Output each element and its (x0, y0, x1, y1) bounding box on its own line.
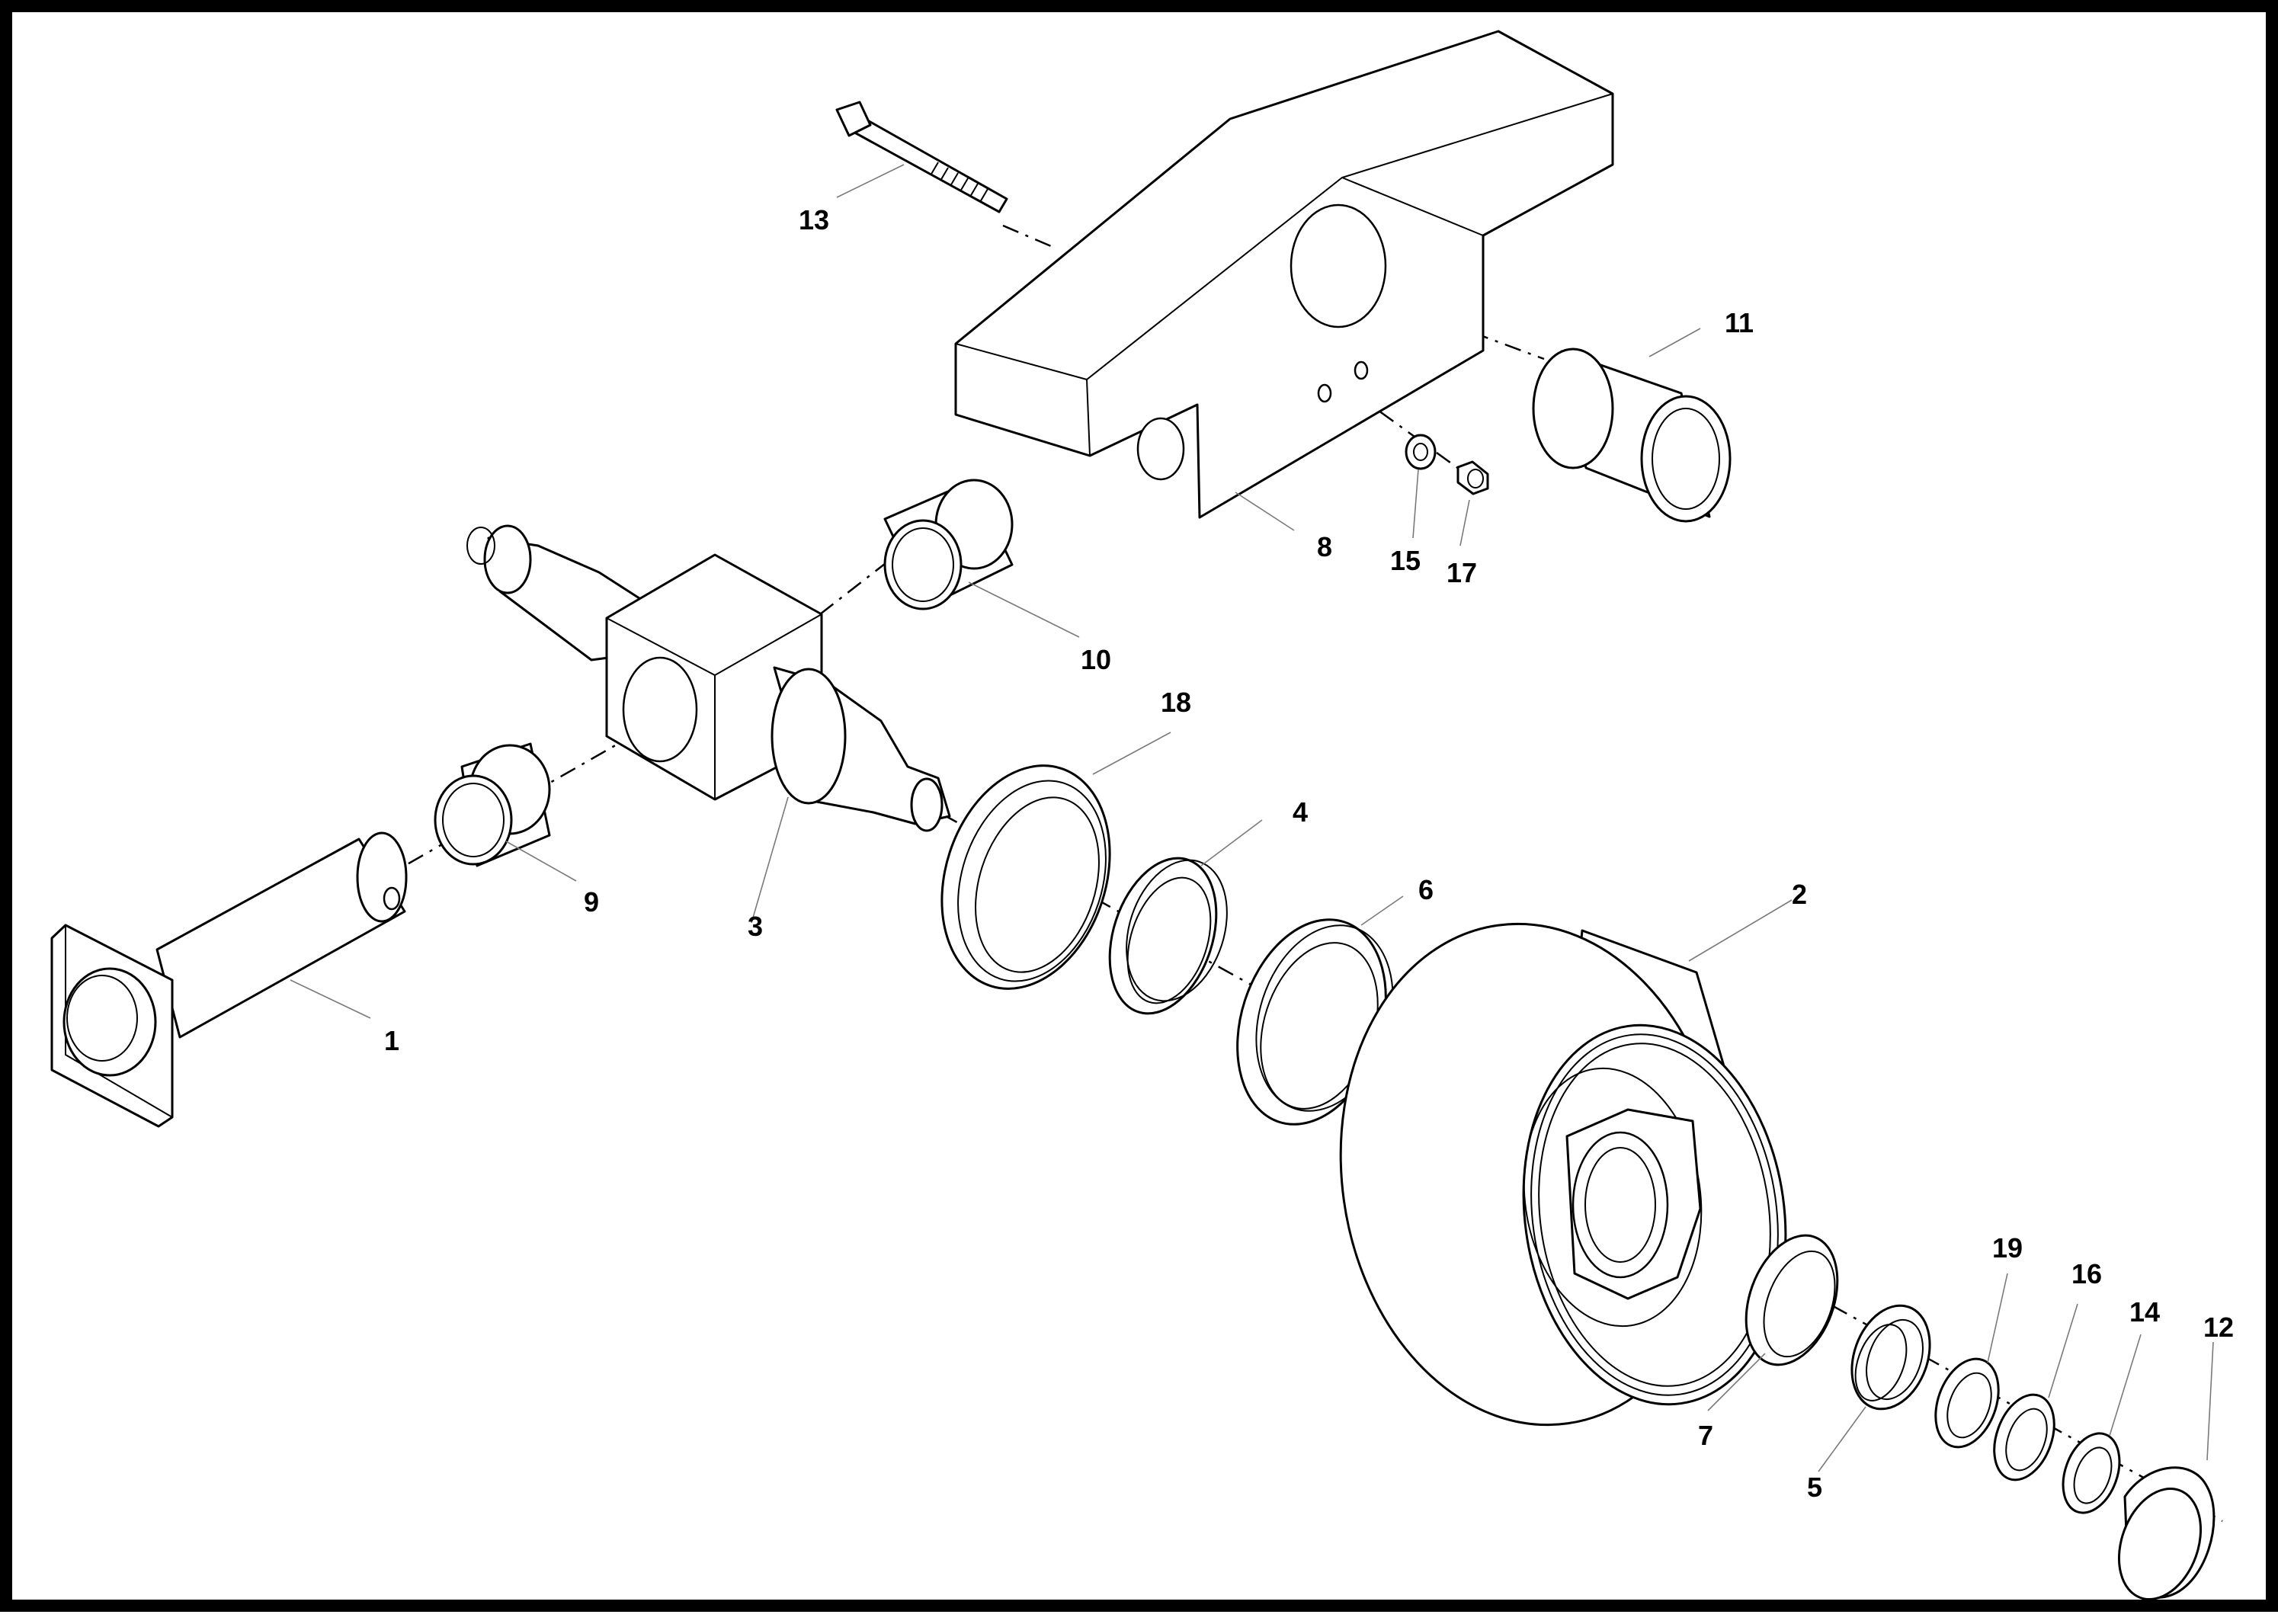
callout-6: 6 (1418, 874, 1434, 905)
arm-hole (1354, 360, 1369, 380)
ring-part-19 (1934, 1357, 2000, 1449)
callout-labels: 1 2 3 4 5 6 7 8 9 10 11 12 13 14 15 16 1… (384, 204, 2234, 1503)
callout-13: 13 (799, 204, 829, 235)
callout-17: 17 (1447, 557, 1477, 588)
callout-15: 15 (1390, 545, 1421, 576)
ring-part-7 (1745, 1234, 1839, 1366)
axis-nut (1322, 369, 1476, 482)
arm-lower-bore (1136, 417, 1185, 481)
ring-part-16 (1993, 1393, 2055, 1481)
callout-16: 16 (2071, 1258, 2102, 1289)
leader-lines (290, 164, 2214, 1472)
callout-8: 8 (1317, 531, 1332, 562)
callout-4: 4 (1293, 796, 1308, 828)
bolt-part-13 (835, 101, 1008, 213)
housing-bore (622, 656, 698, 763)
bearing-part-4 (1108, 857, 1228, 1015)
callout-14: 14 (2129, 1296, 2160, 1328)
callout-7: 7 (1698, 1420, 1713, 1451)
ring-part-14 (2062, 1432, 2121, 1514)
bushing-part-10 (883, 479, 1014, 610)
bushing-part-9 (434, 742, 551, 867)
wheel-part-2 (1339, 922, 1789, 1427)
ring-part-18 (940, 764, 1111, 990)
callout-18: 18 (1161, 687, 1191, 718)
axle-housing-part-3 (466, 524, 951, 832)
callout-12: 12 (2203, 1312, 2234, 1343)
callout-1: 1 (384, 1025, 399, 1056)
callout-5: 5 (1807, 1472, 1822, 1503)
callout-19: 19 (1992, 1232, 2023, 1264)
callout-10: 10 (1081, 644, 1111, 675)
arm-hole (1317, 383, 1332, 403)
nut-part-17 (1456, 460, 1489, 495)
callout-2: 2 (1792, 879, 1807, 910)
callout-11: 11 (1725, 307, 1754, 338)
washer-part-15 (1405, 434, 1437, 470)
wheel-hub-bore (1572, 1131, 1669, 1279)
axis-upper (819, 560, 889, 615)
callout-3: 3 (748, 911, 763, 942)
cap-part-12 (2117, 1466, 2216, 1601)
pin-part-1 (50, 831, 408, 1128)
callout-9: 9 (584, 886, 599, 918)
bearing-part-5 (1850, 1304, 1931, 1411)
axis-bolt (1002, 224, 1057, 250)
swing-arm-part-8 (954, 30, 1614, 519)
exploded-parts-diagram: 1 2 3 4 5 6 7 8 9 10 11 12 13 14 15 16 1… (50, 30, 2234, 1601)
sleeve-part-11 (1532, 348, 1732, 523)
arm-bore (1290, 203, 1387, 328)
